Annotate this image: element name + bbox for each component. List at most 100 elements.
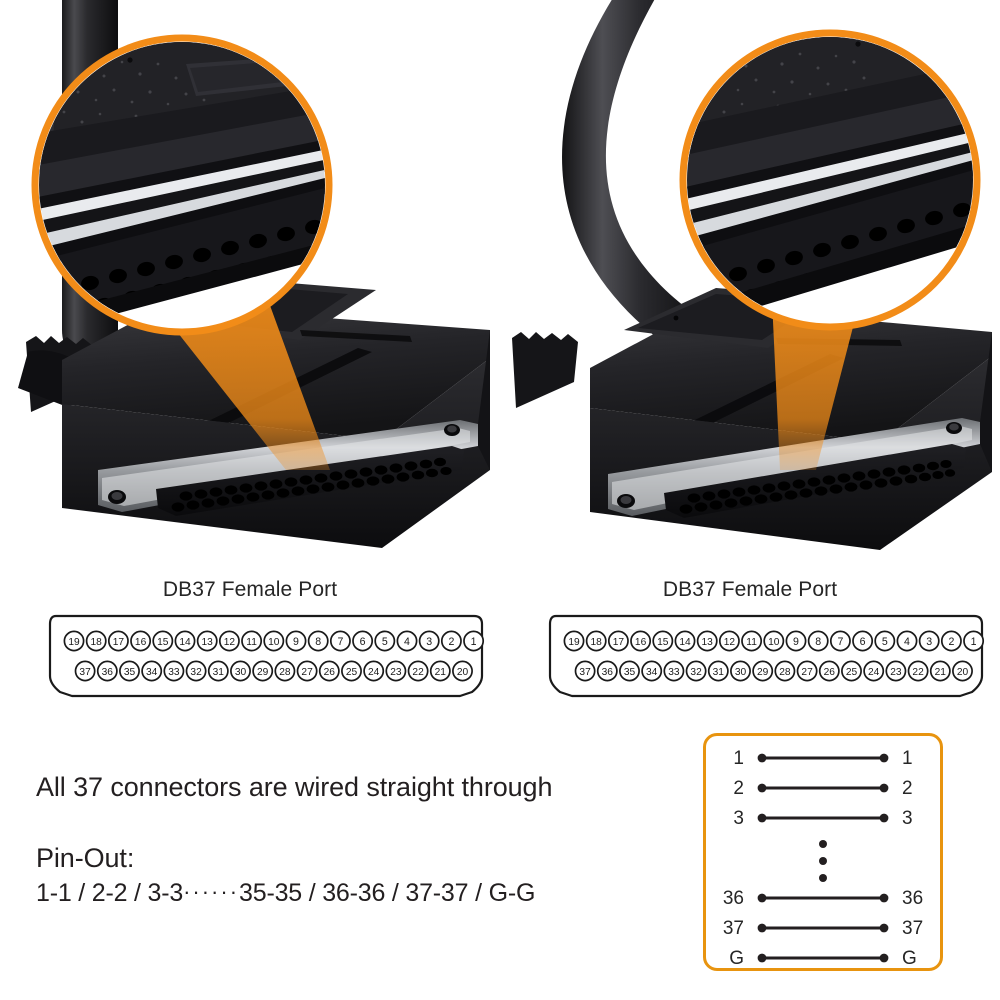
pin-number: 26 xyxy=(324,667,336,678)
pin-number: 11 xyxy=(746,637,757,648)
pin-circle xyxy=(641,660,663,682)
pin-number: 5 xyxy=(382,636,388,648)
pin-circle xyxy=(263,630,285,652)
pin-circle xyxy=(829,630,851,652)
pin-circle xyxy=(774,660,796,682)
pin-number: 28 xyxy=(779,667,791,678)
pin-circle xyxy=(952,660,973,682)
pin-number: 17 xyxy=(613,637,625,648)
pin-number: 36 xyxy=(602,667,614,678)
pin-circle xyxy=(241,630,263,652)
pin-circle xyxy=(907,660,929,682)
pin-circle xyxy=(463,630,485,652)
pin-number: 26 xyxy=(824,667,836,678)
pin-circle xyxy=(607,630,629,652)
pin-number: 19 xyxy=(568,637,580,648)
pin-number: 27 xyxy=(301,667,313,678)
pin-number: 36 xyxy=(102,667,114,678)
pin-circle xyxy=(141,660,163,682)
socket-hole-row-bottom xyxy=(171,467,452,512)
port-caption-right: DB37 Female Port xyxy=(662,578,838,601)
pin-number: 32 xyxy=(690,667,702,678)
pin-shell-outline xyxy=(548,614,984,698)
pin-number: 24 xyxy=(368,667,380,678)
pin-number: 7 xyxy=(837,636,843,648)
pin-number: 3 xyxy=(926,636,932,648)
pin-number: 13 xyxy=(702,637,714,648)
pin-circle xyxy=(185,660,207,682)
pin-circle xyxy=(741,630,763,652)
pin-number: 34 xyxy=(646,667,658,678)
wire-label-right: 2 xyxy=(902,778,913,799)
headline-text: All 37 connectors are wired straight thr… xyxy=(36,772,553,802)
pin-number: 33 xyxy=(168,667,180,678)
pin-number: 35 xyxy=(624,667,636,678)
pin-number: 7 xyxy=(337,636,343,648)
pin-number: 12 xyxy=(224,637,236,648)
pin-number: 6 xyxy=(860,636,866,648)
pin-number: 25 xyxy=(346,667,358,678)
vertical-ellipsis-icon xyxy=(819,840,827,882)
pin-shell-outline xyxy=(48,614,484,698)
pin-circle xyxy=(918,630,940,652)
pin-number: 8 xyxy=(815,636,821,648)
pin-circle xyxy=(307,630,329,652)
pin-circle xyxy=(696,630,718,652)
pin-circle xyxy=(196,630,218,652)
wire-dot-right xyxy=(879,813,889,823)
pin-number: 4 xyxy=(904,636,910,648)
magnifier-circle-icon xyxy=(679,29,981,331)
wire-label-left: 3 xyxy=(733,808,744,829)
pin-circle xyxy=(107,630,129,652)
pin-circle xyxy=(574,660,596,682)
pin-circle xyxy=(663,660,685,682)
pin-circle xyxy=(596,660,618,682)
pin-circle xyxy=(318,660,340,682)
port-caption-left: DB37 Female Port xyxy=(162,578,338,601)
wire-dot-right xyxy=(879,893,889,903)
pin-number: 35 xyxy=(124,667,136,678)
pin-number: 28 xyxy=(279,667,291,678)
wire-dot-right xyxy=(879,783,889,793)
pin-circle xyxy=(396,630,418,652)
pin-circle xyxy=(85,630,107,652)
pin-number: 23 xyxy=(390,667,402,678)
pinout-suffix: 35-35 / 36-36 / 37-37 / G-G xyxy=(239,879,536,907)
pin-number: 10 xyxy=(768,637,780,648)
pin-circle xyxy=(74,660,96,682)
pin-number: 14 xyxy=(179,637,191,648)
pin-number: 20 xyxy=(457,667,469,678)
pin-number: 12 xyxy=(724,637,736,648)
pin-circle xyxy=(852,630,874,652)
pin-circle xyxy=(374,630,396,652)
pin-circle xyxy=(63,630,85,652)
pin-number: 25 xyxy=(846,667,858,678)
wire-label-left: 36 xyxy=(723,888,744,909)
pin-circle xyxy=(352,630,374,652)
pin-circle xyxy=(130,630,152,652)
pin-circle xyxy=(652,630,674,652)
wire-dot-right xyxy=(879,923,889,933)
pin-number: 2 xyxy=(948,636,954,648)
pin-circle xyxy=(363,660,385,682)
pin-circle xyxy=(96,660,118,682)
pin-circle xyxy=(585,630,607,652)
pin-number: 32 xyxy=(190,667,202,678)
pin-number: 15 xyxy=(157,637,169,648)
socket-hole-row-bottom xyxy=(679,469,956,514)
pin-number: 8 xyxy=(315,636,321,648)
wire-dot-left xyxy=(757,783,767,793)
pin-circle xyxy=(863,660,885,682)
pin-circle xyxy=(796,660,818,682)
pin-number: 30 xyxy=(735,667,747,678)
wire-label-left: 37 xyxy=(723,918,744,939)
